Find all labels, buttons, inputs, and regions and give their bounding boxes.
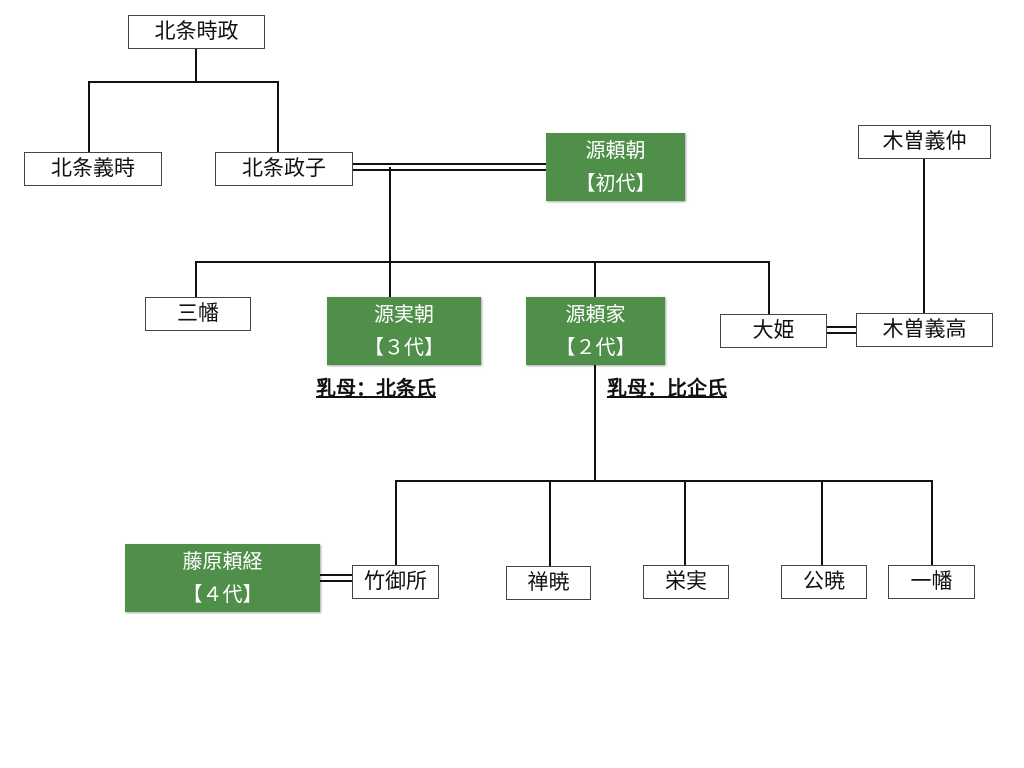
node-rank: 【３代】 [364, 335, 444, 359]
node-zengyo: 禅暁 [506, 566, 591, 600]
node-label: 三幡 [177, 301, 219, 326]
node-hojo-masako: 北条政子 [215, 152, 353, 186]
node-ohime: 大姫 [720, 314, 827, 348]
node-label: 一幡 [910, 569, 953, 594]
node-rank: 【初代】 [575, 171, 656, 195]
node-label: 北条義時 [51, 156, 135, 181]
note-yoriie-nurse: 乳母：比企氏 [607, 376, 727, 400]
node-ichiman: 一幡 [888, 565, 975, 599]
node-minamoto-yoriie: 源頼家 【２代】 [526, 297, 665, 365]
node-sanman: 三幡 [145, 297, 251, 331]
node-label: 竹御所 [364, 569, 427, 594]
note-sanetomo-nurse: 乳母：北条氏 [316, 376, 436, 400]
node-hojo-yoshitoki: 北条義時 [24, 152, 162, 186]
node-eijitsu: 栄実 [643, 565, 729, 599]
node-label: 北条時政 [154, 19, 239, 44]
node-take-no-gosho: 竹御所 [352, 565, 439, 599]
node-rank: 【４代】 [182, 582, 263, 606]
node-kugyo: 公暁 [781, 565, 867, 599]
node-name: 源実朝 [374, 302, 434, 326]
node-kiso-yoshinaka: 木曽義仲 [858, 125, 991, 159]
node-minamoto-sanetomo: 源実朝 【３代】 [327, 297, 481, 365]
node-label: 大姫 [752, 318, 795, 343]
node-rank: 【２代】 [555, 335, 636, 359]
node-label: 公暁 [803, 569, 845, 594]
node-hojo-tokimasa: 北条時政 [128, 15, 265, 49]
node-name: 藤原頼経 [182, 549, 263, 573]
node-name: 源頼朝 [585, 138, 646, 162]
node-fujiwara-yoritsune: 藤原頼経 【４代】 [125, 544, 320, 612]
node-kiso-yoshitaka: 木曽義高 [856, 313, 993, 347]
node-label: 木曽義仲 [882, 129, 967, 154]
node-label: 栄実 [665, 569, 707, 594]
node-label: 木曽義高 [882, 317, 967, 342]
node-minamoto-yoritomo: 源頼朝 【初代】 [546, 133, 685, 201]
node-name: 源頼家 [565, 302, 626, 326]
node-label: 北条政子 [242, 156, 326, 181]
node-label: 禅暁 [527, 570, 570, 595]
